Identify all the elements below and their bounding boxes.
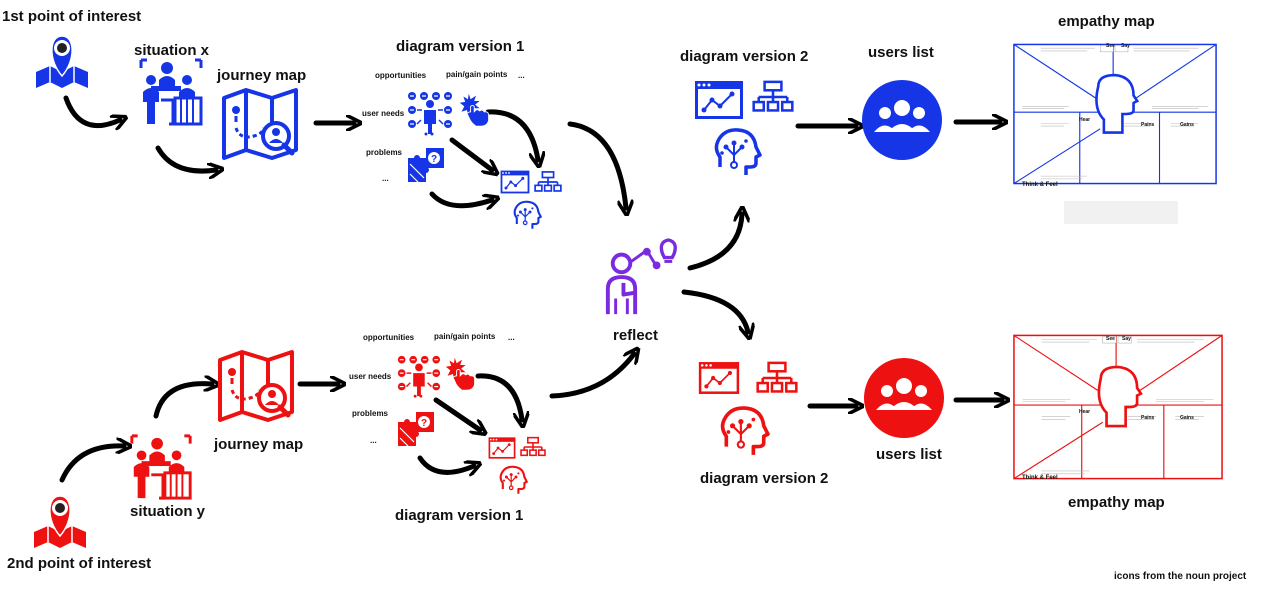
- arrow-pain-to-small-diagram: [485, 109, 538, 160]
- ellipsis-label: ...: [370, 436, 377, 445]
- problems-icon: [397, 411, 435, 447]
- label-say: Say: [1122, 336, 1131, 342]
- arrow-needs-to-small-diagram: [449, 137, 492, 170]
- diagram-version-2-top-title: diagram version 2: [680, 48, 809, 65]
- map-pin-icon: [35, 35, 89, 89]
- blank-placeholder-box: [1064, 201, 1178, 224]
- journey-map-icon: [220, 352, 292, 420]
- label-say: Say: [1121, 43, 1130, 49]
- label-pains: Pains: [1141, 122, 1155, 128]
- credit-text: icons from the noun project: [1114, 571, 1247, 582]
- arrow-problems-to-small-diagram: [429, 191, 492, 206]
- pain-gain-points-label: pain/gain points: [446, 70, 508, 79]
- chart-screen-icon: [694, 80, 744, 120]
- label-hear: Hear: [1079, 409, 1090, 415]
- label-think-feel: Think & Feel: [1022, 475, 1058, 481]
- brain-head-icon: [714, 128, 762, 177]
- users-list-top-label: users list: [868, 44, 934, 61]
- user-needs-icon: [407, 91, 453, 137]
- label-see: See: [1106, 336, 1115, 342]
- empathy-map-top-title: empathy map: [1058, 13, 1155, 30]
- journey-map-top-label: journey map: [217, 67, 307, 84]
- reflect-person-icon: [608, 240, 675, 314]
- diagram-version-1-bottom-title: diagram version 1: [395, 507, 524, 524]
- situation-y-label: situation y: [130, 503, 206, 520]
- reflect-label: reflect: [613, 327, 659, 344]
- label-gains: Gains: [1180, 415, 1194, 421]
- arrow-situationy-to-journey: [153, 384, 212, 419]
- user-needs-label: user needs: [362, 109, 405, 118]
- label-hear: Hear: [1079, 117, 1090, 123]
- arrow-bottom-to-reflect: [549, 354, 634, 399]
- hierarchy-icon: [752, 80, 794, 112]
- journey-map-bottom-label: journey map: [214, 436, 304, 453]
- arrow-pin1-to-situationx: [63, 95, 120, 126]
- first-point-of-interest-label: 1st point of interest: [2, 8, 142, 25]
- empathy-map-board: [1013, 334, 1223, 480]
- arrow-situationx-to-journey: [155, 145, 216, 171]
- brain-head-icon: [720, 406, 770, 457]
- bottom-flow-icons: [33, 334, 1223, 549]
- opportunities-label: opportunities: [375, 71, 427, 80]
- pain-gain-points-label: pain/gain points: [434, 332, 496, 341]
- label-gains: Gains: [1180, 122, 1194, 128]
- flow-arrows: [59, 95, 1002, 483]
- arrow-reflect-to-bottom-diagram2: [681, 289, 748, 332]
- empathy-map-board: [1013, 43, 1217, 185]
- label-pains: Pains: [1141, 415, 1155, 421]
- chart-screen-icon: [500, 170, 530, 194]
- opportunities-label: opportunities: [363, 333, 415, 342]
- situation-people-icon: [130, 434, 192, 500]
- arrow-needs2-to-small-diagram: [433, 397, 480, 430]
- empathy-map-bottom-title: empathy map: [1068, 494, 1165, 511]
- journey-map-icon: [224, 90, 296, 158]
- chart-screen-icon: [698, 361, 740, 395]
- brain-head-icon: [513, 200, 542, 230]
- chart-screen-icon: [488, 436, 516, 460]
- situation-people-icon: [139, 58, 203, 126]
- hierarchy-icon: [534, 171, 562, 192]
- users-group-icon: [862, 80, 942, 160]
- problems-label: problems: [352, 409, 389, 418]
- empathy-map-top-labels: See Say Hear Pains Gains Think & Feel: [1022, 43, 1194, 188]
- empathy-map-bottom-labels: See Say Hear Pains Gains Think & Feel: [1022, 336, 1194, 481]
- arrow-pain2-to-small-diagram: [475, 373, 522, 420]
- users-group-icon: [864, 358, 944, 438]
- users-list-bottom-label: users list: [876, 446, 942, 463]
- problems-label: problems: [366, 148, 403, 157]
- arrow-pin2-to-situationy: [59, 446, 124, 483]
- ellipsis-label: ...: [382, 174, 389, 183]
- problems-icon: [407, 147, 445, 183]
- hierarchy-icon: [756, 361, 798, 393]
- diagram-version-1-top-title: diagram version 1: [396, 38, 525, 55]
- situation-x-label: situation x: [134, 42, 210, 59]
- pain-gain-icon: [445, 357, 476, 391]
- user-needs-label: user needs: [349, 372, 392, 381]
- arrow-problems2-to-small-diagram: [417, 455, 474, 472]
- brain-head-icon: [499, 465, 528, 495]
- user-needs-icon: [397, 355, 441, 399]
- label-see: See: [1106, 43, 1115, 49]
- second-point-of-interest-label: 2nd point of interest: [7, 555, 152, 572]
- label-think-feel: Think & Feel: [1022, 182, 1058, 188]
- diagram-version-2-bottom-title: diagram version 2: [700, 470, 829, 487]
- arrow-top-to-reflect: [567, 121, 626, 208]
- arrow-reflect-to-top-diagram2: [687, 214, 742, 271]
- ellipsis-label: ...: [508, 333, 515, 342]
- ellipsis-label: ...: [518, 71, 525, 80]
- map-pin-icon: [33, 495, 87, 549]
- hierarchy-icon: [520, 436, 546, 457]
- pain-gain-icon: [459, 93, 490, 127]
